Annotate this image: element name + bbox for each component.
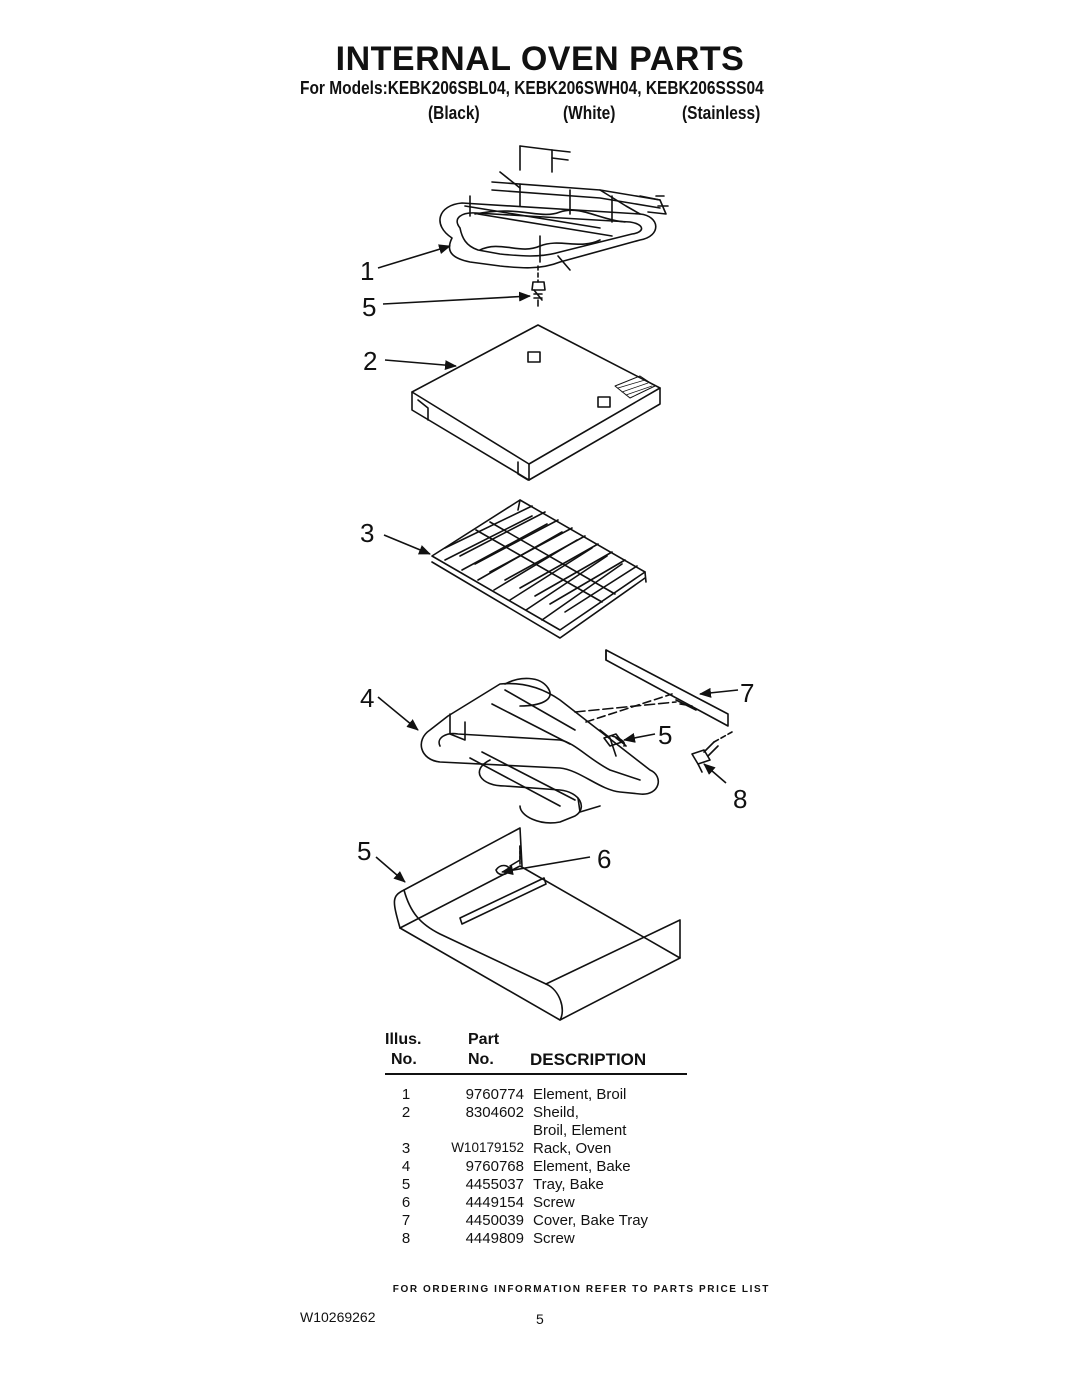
callout-5-middle: 5	[658, 720, 673, 750]
callout-5-top: 5	[362, 292, 377, 322]
models-line: For Models:KEBK206SBL04, KEBK206SWH04, K…	[300, 78, 764, 98]
row-part-no: 9760774	[465, 1086, 524, 1103]
ordering-note: FOR ORDERING INFORMATION REFER TO PARTS …	[392, 1284, 770, 1295]
page-number: 5	[536, 1311, 544, 1327]
row-description: Screw	[533, 1230, 575, 1247]
row-description: Element, Broil	[533, 1086, 627, 1103]
variant-stainless: (Stainless)	[682, 103, 761, 123]
header-part-2: No.	[468, 1051, 494, 1068]
screw-drawing-top	[531, 265, 546, 307]
callout-2: 2	[363, 346, 378, 376]
callout-7: 7	[740, 678, 755, 708]
row-part-no: 4449154	[465, 1194, 524, 1211]
row-part-no: 4449809	[465, 1230, 524, 1247]
row-description: Tray, Bake	[533, 1176, 604, 1193]
header-part-1: Part	[468, 1031, 500, 1048]
page-title: INTERNAL OVEN PARTS	[335, 40, 745, 78]
row-illus-no: 1	[401, 1086, 411, 1103]
callout-8: 8	[733, 784, 748, 814]
header-illus-1: Illus.	[385, 1031, 422, 1048]
callout-arrows	[375, 244, 739, 883]
row-part-no: 4455037	[465, 1176, 524, 1193]
screw-drawing-middle	[603, 733, 627, 747]
callout-6: 6	[597, 844, 612, 874]
oven-rack-drawing	[431, 499, 647, 639]
row-illus-no: 2	[401, 1104, 411, 1121]
row-part-no: 8304602	[465, 1104, 524, 1121]
row-description: Rack, Oven	[533, 1140, 612, 1157]
variant-black: (Black)	[428, 103, 480, 123]
callout-4: 4	[360, 683, 375, 713]
table-header-rule	[385, 1073, 687, 1075]
row-description: Broil, Element	[533, 1122, 627, 1139]
bake-element-drawing	[420, 677, 677, 824]
screw-drawing-right	[691, 731, 733, 773]
broil-shield-drawing	[411, 324, 661, 481]
row-illus-no: 4	[401, 1158, 411, 1175]
row-illus-no: 6	[401, 1194, 411, 1211]
row-description: Element, Bake	[533, 1158, 631, 1175]
row-part-no: 4450039	[465, 1212, 524, 1229]
row-illus-no: 8	[401, 1230, 411, 1247]
header-description: DESCRIPTION	[530, 1050, 647, 1069]
row-description: Cover, Bake Tray	[533, 1212, 649, 1229]
row-illus-no: 7	[401, 1212, 411, 1229]
bake-tray-cover-drawing	[605, 649, 729, 727]
variant-white: (White)	[563, 103, 616, 123]
row-part-no: 9760768	[465, 1158, 524, 1175]
row-part-no: W10179152	[451, 1140, 524, 1155]
callout-3: 3	[360, 518, 375, 548]
callout-5-bottom: 5	[357, 836, 372, 866]
row-description: Sheild,	[533, 1104, 579, 1121]
callout-1: 1	[360, 256, 375, 286]
row-illus-no: 5	[401, 1176, 411, 1193]
row-illus-no: 3	[401, 1140, 411, 1157]
row-description: Screw	[533, 1194, 575, 1211]
broil-element-drawing	[439, 145, 669, 271]
bake-tray-drawing	[393, 827, 681, 1021]
exploded-parts-diagram	[375, 145, 739, 1021]
document-number: W10269262	[300, 1309, 376, 1325]
header-illus-2: No.	[391, 1051, 417, 1068]
